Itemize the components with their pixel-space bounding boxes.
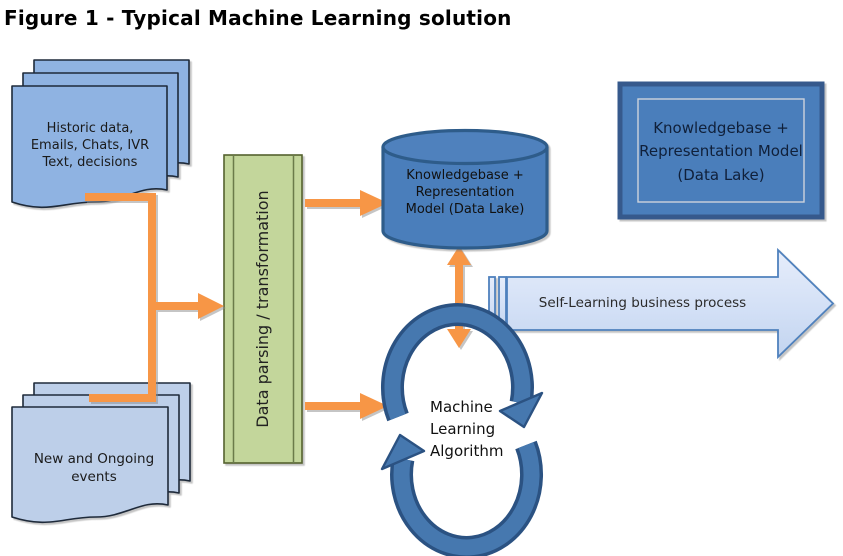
ml-algorithm-label: Machine Learning Algorithm xyxy=(430,398,504,461)
arrowhead-into-cycle xyxy=(360,393,388,419)
knowledgebase-box xyxy=(617,81,825,220)
cycle-top-arc xyxy=(384,306,531,420)
parser-panel xyxy=(223,154,303,464)
cycle-bottom-arc xyxy=(393,442,540,556)
arrowhead-into-parser xyxy=(198,293,224,319)
data-flow-connectors xyxy=(85,190,471,419)
cycle-arrowhead-up xyxy=(380,433,426,471)
arrowhead-into-cylinder xyxy=(360,190,388,216)
docs-elbow-connector xyxy=(85,193,156,402)
document-page-front xyxy=(11,85,168,209)
document-page-front xyxy=(11,406,169,524)
arrowhead-down xyxy=(447,329,471,348)
new-events-label: New and Ongoing events xyxy=(33,451,155,485)
knowledgebase-cylinder xyxy=(381,128,549,250)
arrow-body xyxy=(506,247,835,360)
box-inner-frame xyxy=(637,98,805,203)
arrowhead-up xyxy=(447,246,471,265)
ml-cycle-arrows-icon xyxy=(380,303,544,556)
figure-title: Figure 1 - Typical Machine Learning solu… xyxy=(4,6,512,30)
cycle-arrowhead-down xyxy=(498,391,544,429)
historic-docs-label: Historic data, Emails, Chats, IVR Text, … xyxy=(30,121,150,171)
parser-label: Data parsing / transformation xyxy=(253,190,272,428)
new-events-documents-stack-icon xyxy=(11,382,191,524)
process-arrow-label: Self-Learning business process xyxy=(538,295,747,311)
historic-documents-stack-icon xyxy=(11,59,190,209)
knowledgebase-box-label: Knowledgebase + Representation Model (Da… xyxy=(639,119,803,184)
cylinder-top-ellipse xyxy=(381,128,549,166)
knowledgebase-cylinder-label: Knowledgebase + Representation Model (Da… xyxy=(405,168,525,218)
